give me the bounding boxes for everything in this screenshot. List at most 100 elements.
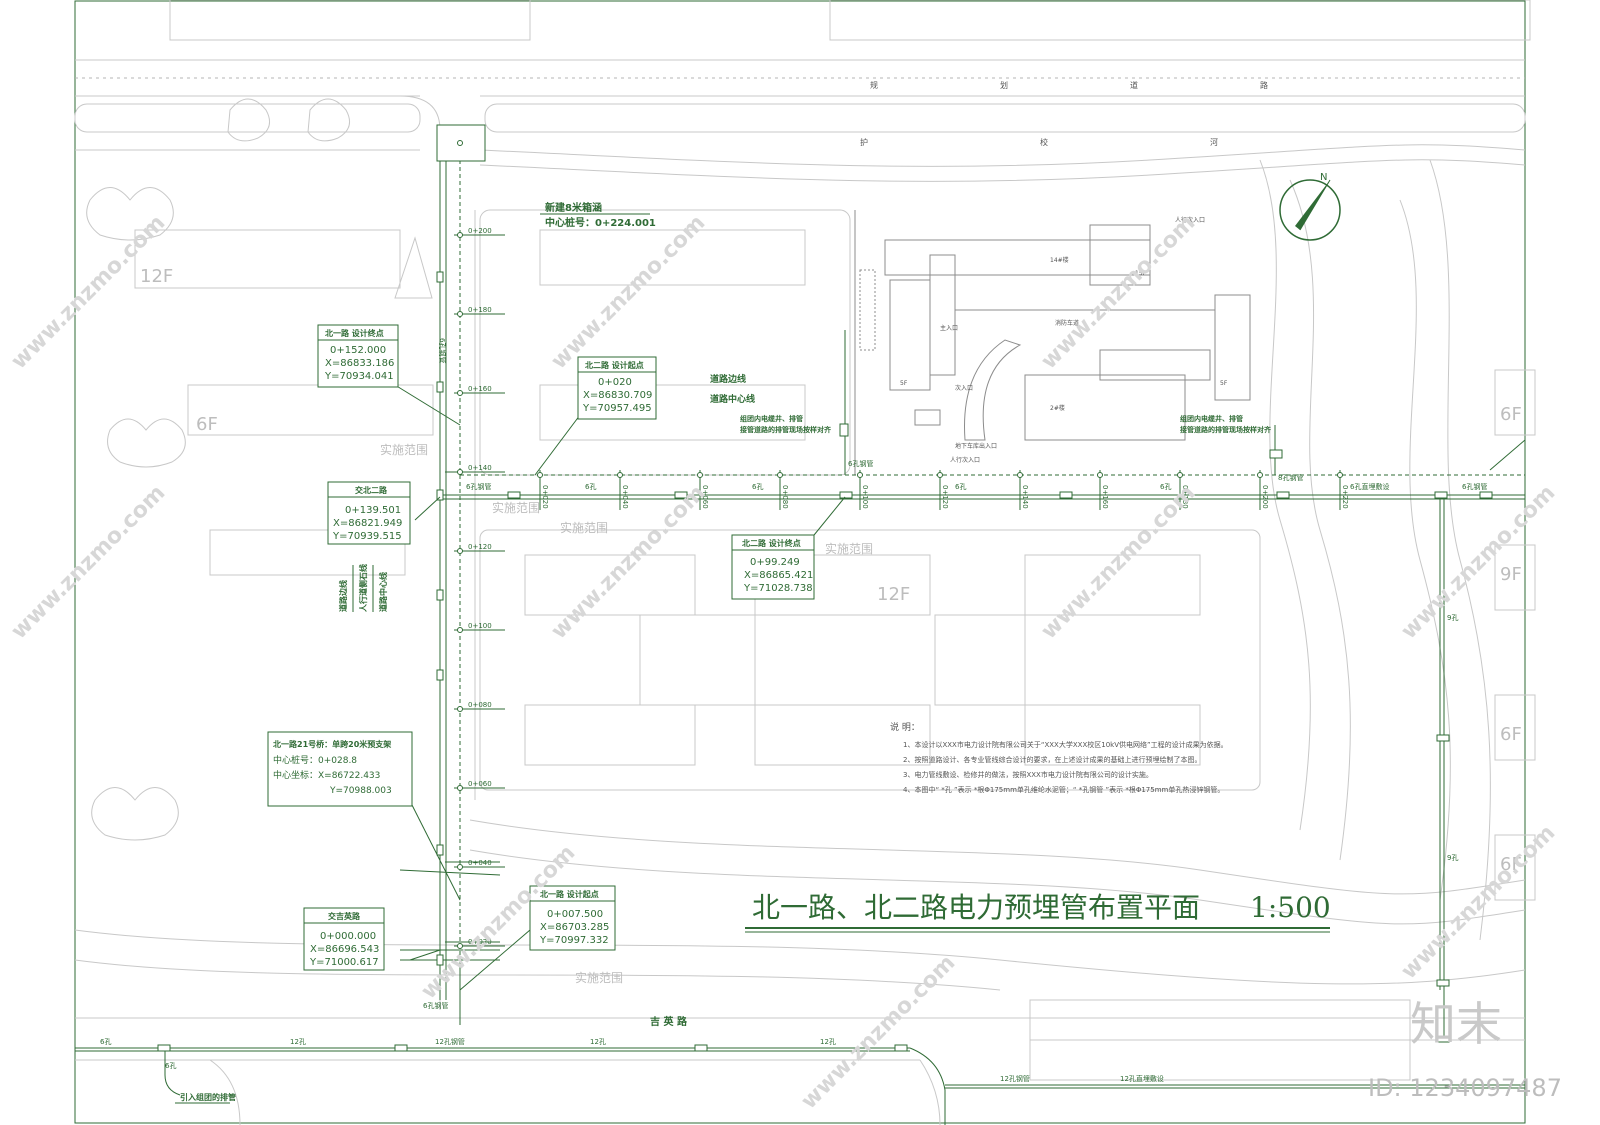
v-station-0+100: 0+100 [454, 622, 505, 633]
pipe-12-steel-b2: 12孔钢管 [1000, 1074, 1030, 1083]
design-notes: 说 明： 1、本设计以XXX市电力设计院有限公司关于“XXX大学XXX校区10k… [890, 721, 1228, 794]
floors-9f-right: 9F [1500, 564, 1522, 585]
compass-n-label: N [1320, 172, 1327, 183]
h-station-label: 0+160 [1101, 485, 1109, 509]
underground-entry-label: 地下车库出入口 [955, 442, 997, 450]
callout-bei2-start: 北二路 设计起点 0+020 X=86830.709 Y=70957.495 [577, 356, 657, 420]
h-station-0+060: 0+060 [697, 470, 709, 510]
cable-well [894, 1044, 908, 1052]
callout-bei2-end: 北二路 设计终点 0+99.249 X=86865.421 Y=71028.73… [731, 534, 815, 600]
leader-lines [394, 384, 846, 991]
pipe-6-h1: 6孔 [585, 483, 596, 491]
h-station-label: 0+220 [1341, 485, 1349, 509]
cable-well [436, 381, 444, 393]
callout-bei2-start-title: 北二路 设计起点 [585, 360, 644, 370]
moat-ch1: 护 [860, 137, 868, 147]
pipe-6-h3: 6孔 [955, 483, 966, 491]
floors-6f-left: 6F [196, 414, 218, 435]
v-station-0+200: 0+200 [454, 227, 505, 238]
side-sidewalk-label: 人行道侧石线 [358, 564, 368, 612]
h-station-label: 0+140 [1021, 485, 1029, 509]
callout-bei2-end-l1: 0+99.249 [750, 557, 800, 568]
side-road-edge-label: 道路边线 [338, 580, 348, 612]
pipe-6-steel-b2: 6孔钢管 [848, 459, 873, 468]
h-station-0+160: 0+160 [1097, 470, 1109, 510]
pipe-12-b1: 12孔 [290, 1038, 306, 1046]
scope-labels: 实施范围 实施范围 实施范围 实施范围 实施范围 [380, 442, 873, 985]
cable-well [436, 589, 444, 601]
cable-well [436, 489, 444, 501]
callout-cross-bei2-l1: 0+139.501 [345, 505, 401, 516]
v-station-label: 0+120 [468, 543, 492, 551]
callout-cross-jiying-title: 交吉英路 [328, 911, 361, 921]
v-station-label: 0+160 [468, 385, 492, 393]
v-station-0+040: 0+040 [454, 859, 505, 870]
north-arrow [1279, 179, 1341, 241]
cable-well [1059, 491, 1073, 499]
cable-well [839, 423, 849, 437]
watermark: www.znzmo.com www.znzmo.com www.znzmo.co… [7, 210, 1562, 1114]
callout-bridge-l1: 中心桩号：0+028.8 [273, 754, 357, 766]
cable-well [436, 271, 444, 283]
h-station-0+140: 0+140 [1017, 470, 1029, 510]
pipe-6-steel-v: 6孔钢管 [438, 338, 447, 363]
lead-in-label: 引入组团的排管 [180, 1092, 236, 1102]
callout-bei2-end-l2: X=86865.421 [744, 570, 813, 581]
bldg-14-label: 14#楼 [1050, 256, 1069, 264]
pipe-6-steel-h: 6孔钢管 [466, 482, 491, 491]
cable-note-right: 组团内电缆井、排管 [1180, 414, 1243, 423]
cable-well [157, 1044, 171, 1052]
v-station-label: 0+100 [468, 622, 492, 630]
notes-item-4: 4、本图中“ *孔 ”表示 *根Φ175mm单孔维纶水泥管；“ *孔钢管 ”表示… [903, 785, 1224, 794]
pipe-6-h2: 6孔 [752, 483, 763, 491]
moat-ch3: 河 [1210, 137, 1218, 147]
cable-well [839, 491, 853, 499]
h-station-0+200: 0+200 [1257, 470, 1269, 510]
v-station-0+160: 0+160 [454, 385, 505, 396]
h-station-0+100: 0+100 [857, 470, 869, 510]
h-station-0+220: 0+220 [1337, 470, 1349, 510]
power-network [75, 124, 1526, 1125]
cable-well [436, 954, 444, 966]
h-station-label: 0+080 [781, 485, 789, 509]
h-station-label: 0+060 [701, 485, 709, 509]
v-station-label: 0+060 [468, 780, 492, 788]
v-station-label: 0+140 [468, 464, 492, 472]
h-station-0+040: 0+040 [617, 470, 629, 510]
callout-cross-jiying-l2: X=86696.543 [310, 944, 379, 955]
residential-complex [854, 210, 1251, 475]
h-station-label: 0+020 [541, 485, 549, 509]
notes-heading: 说 明： [890, 721, 920, 733]
cable-note-left-2: 接管道路的排管现场按样对齐 [740, 425, 832, 434]
callout-bridge: 北一路21号桥：单跨20米预支架 中心桩号：0+028.8 中心坐标：X=867… [267, 731, 413, 807]
scope-label-4: 实施范围 [825, 541, 873, 556]
callout-cross-jiying-l3: Y=71000.617 [309, 957, 379, 968]
v-station-label: 0+020 [468, 938, 492, 946]
pipe-6-steel-bottom-v: 6孔钢管 [423, 1001, 448, 1010]
road-edge-labels: 道路边线 道路中心线 组团内电缆井、排管 接管道路的排管现场按样对齐 组团内电缆… [338, 373, 1272, 612]
pipe-6-direct: 6孔直埋敷设 [1350, 482, 1389, 491]
callout-bridge-title: 北一路21号桥：单跨20米预支架 [273, 739, 391, 749]
floors-12f-center: 12F [877, 584, 910, 605]
pipe-12-direct: 12孔直埋敷设 [1120, 1074, 1164, 1083]
floors-6f-right-top: 6F [1500, 404, 1522, 425]
callout-bei1-end-title: 北一路 设计终点 [325, 328, 384, 338]
floors-6f-right-bottom: 6F [1500, 854, 1522, 875]
v-station-0+180: 0+180 [454, 306, 505, 317]
callouts: 北一路 设计终点 0+152.000 X=86833.186 Y=70934.0… [267, 324, 815, 971]
cable-note-right-2: 接管道路的排管现场按样对齐 [1180, 425, 1272, 434]
callout-bei1-end: 北一路 设计终点 0+152.000 X=86833.186 Y=70934.0… [317, 324, 399, 388]
callout-bei1-end-l1: 0+152.000 [330, 345, 386, 356]
scope-label-2: 实施范围 [492, 500, 540, 515]
title-block: 北一路、北二路电力预埋管布置平面 1:500 [745, 891, 1331, 933]
ped-entry-label-2: 人行次入口 [950, 456, 980, 464]
road-labels: 规 划 道 路 护 校 河 吉 英 路 [650, 80, 1268, 1028]
v-station-label: 0+040 [468, 859, 492, 867]
floors-6f-right-mid: 6F [1500, 724, 1522, 745]
pipe-9-v1: 9孔 [1447, 614, 1458, 622]
v-station-0+080: 0+080 [454, 701, 505, 712]
planned-road-ch2: 划 [1000, 80, 1008, 90]
callout-cross-bei2-title: 交北二路 [355, 485, 388, 495]
cable-well [1479, 491, 1493, 499]
pipe-labels: 6孔钢管 6孔钢管 6孔 6孔 6孔 6孔 6孔钢管 8孔钢管 6孔直埋敷设 6… [100, 338, 1487, 1104]
